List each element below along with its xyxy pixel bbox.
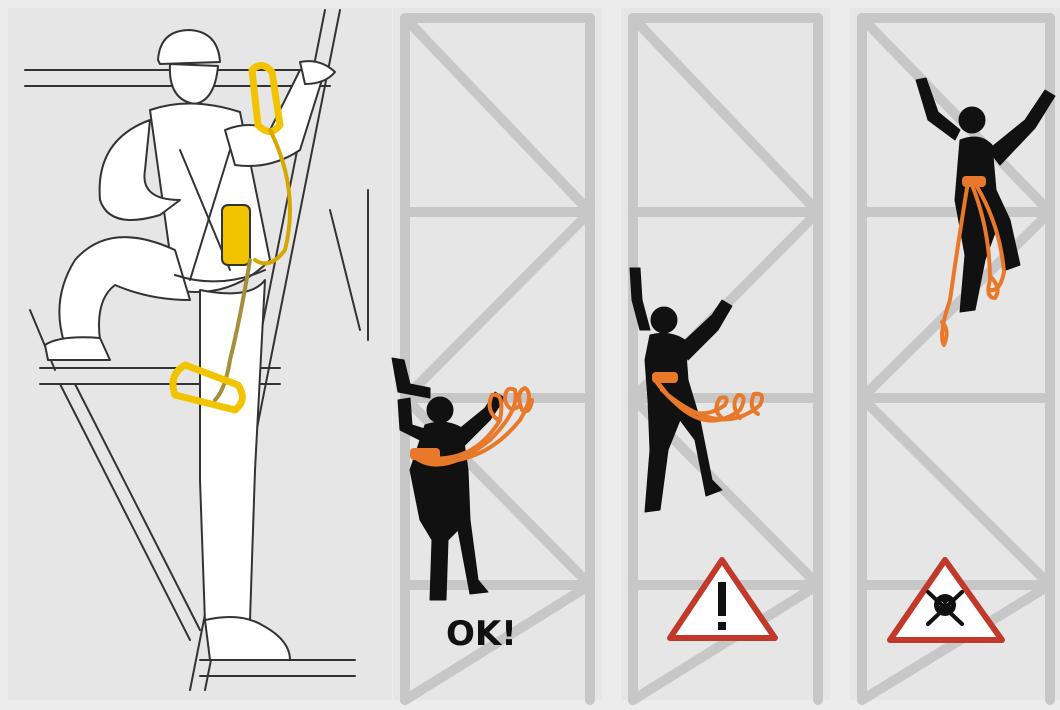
- ok-caption: OK!: [446, 614, 517, 654]
- worker-illustration-panel: [8, 8, 392, 700]
- energy-absorber-icon: [222, 205, 250, 265]
